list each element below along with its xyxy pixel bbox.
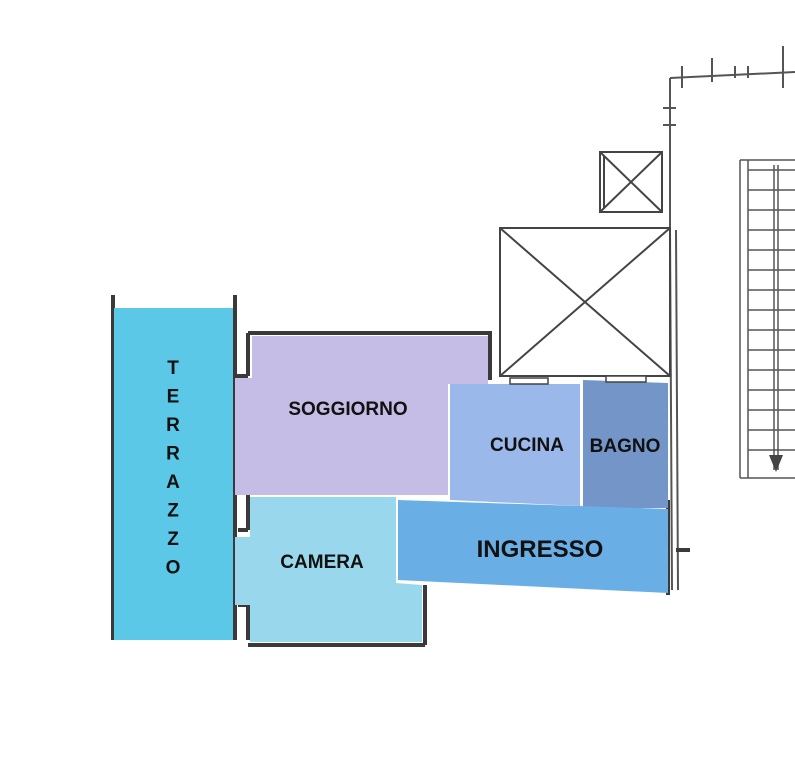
elevator-shaft — [499, 227, 671, 377]
label-cucina: CUCINA — [490, 435, 564, 456]
room-camera — [235, 497, 422, 642]
room-cucina — [450, 384, 580, 506]
label-bagno: BAGNO — [590, 436, 661, 457]
building-outline — [663, 46, 795, 591]
room-soggiorno — [235, 336, 488, 495]
label-ingresso: INGRESSO — [477, 536, 604, 563]
label-soggiorno: SOGGIORNO — [288, 399, 407, 420]
room-bagno — [583, 380, 668, 508]
small-shaft — [599, 151, 663, 213]
door-gaps — [509, 375, 647, 385]
staircase — [739, 159, 795, 479]
label-camera: CAMERA — [280, 552, 364, 573]
room-terrazzo — [114, 308, 233, 640]
room-ingresso — [398, 500, 668, 593]
stair-arrow-icon — [769, 455, 783, 472]
